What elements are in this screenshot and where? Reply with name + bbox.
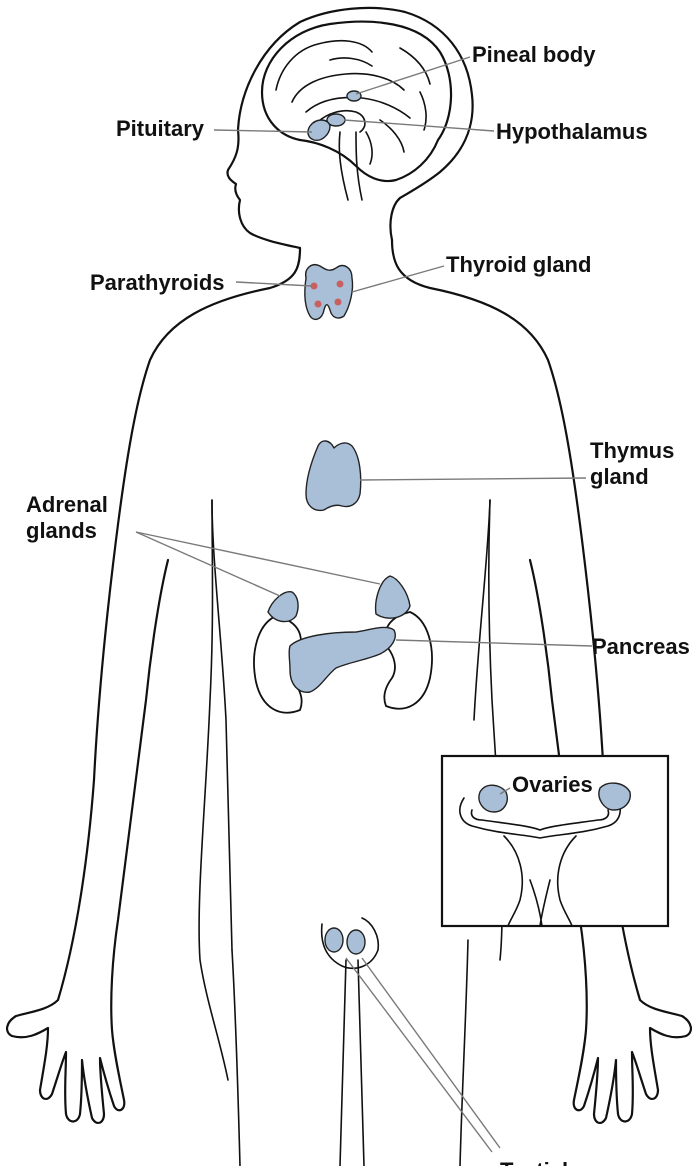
label-hypothalamus: Hypothalamus bbox=[496, 119, 648, 144]
thyroid-gland bbox=[304, 264, 354, 321]
parathyroid-dot bbox=[310, 282, 318, 290]
label-pineal-body: Pineal body bbox=[472, 42, 596, 67]
label-ovaries: Ovaries bbox=[512, 772, 593, 797]
testis-left bbox=[324, 927, 344, 953]
leader-lines bbox=[135, 56, 593, 1153]
kidney-right bbox=[383, 611, 433, 710]
label-parathyroids: Parathyroids bbox=[90, 270, 225, 295]
label-testicles: Testicles bbox=[500, 1158, 593, 1166]
parathyroid-dot bbox=[336, 280, 344, 288]
label-thymus-line2: gland bbox=[590, 464, 649, 489]
label-thymus-line1: Thymus bbox=[590, 438, 674, 463]
label-pancreas: Pancreas bbox=[592, 634, 690, 659]
parathyroid-dot bbox=[334, 298, 342, 306]
ovary-right bbox=[598, 782, 631, 811]
adrenal-gland-right bbox=[374, 575, 411, 619]
pituitary-gland bbox=[307, 119, 331, 141]
ovaries-inset bbox=[440, 754, 670, 928]
label-adrenal-line1: Adrenal bbox=[26, 492, 108, 517]
testes bbox=[320, 917, 380, 970]
adrenal-gland-left bbox=[267, 591, 299, 623]
thymus-gland bbox=[305, 440, 362, 512]
label-pituitary: Pituitary bbox=[116, 116, 205, 141]
testis-right bbox=[346, 929, 366, 955]
label-thyroid-gland: Thyroid gland bbox=[446, 252, 591, 277]
ovary-left bbox=[478, 784, 508, 813]
label-adrenal-line2: glands bbox=[26, 518, 97, 543]
pancreas-gland bbox=[288, 626, 396, 693]
brain bbox=[260, 20, 453, 201]
body-outline bbox=[6, 6, 692, 1166]
parathyroid-dot bbox=[314, 300, 322, 308]
